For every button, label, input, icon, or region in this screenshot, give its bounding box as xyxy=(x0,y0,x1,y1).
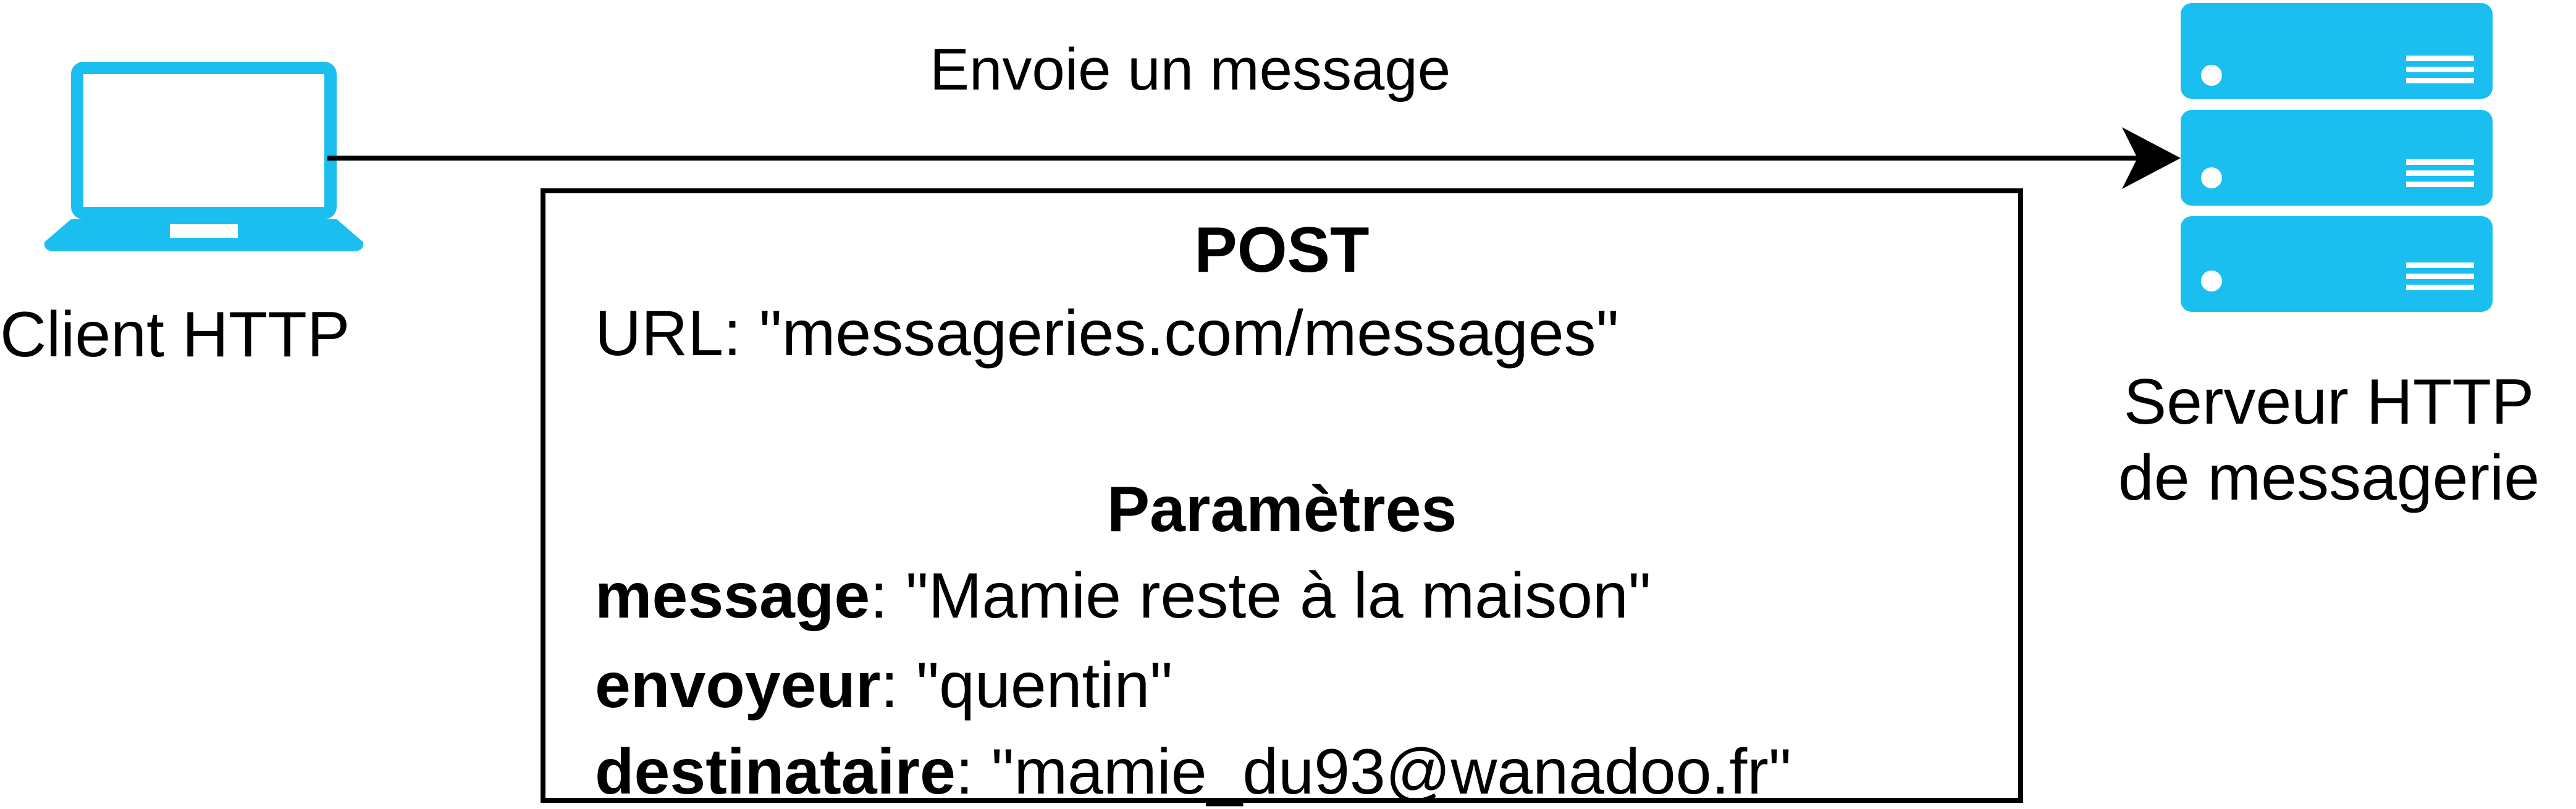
server-label-line2: de messagerie xyxy=(2118,442,2540,514)
param-row: envoyeur: "quentin" xyxy=(595,653,1172,718)
param-value: "quentin" xyxy=(916,650,1173,721)
laptop-icon xyxy=(44,62,364,251)
param-row: message: "Mamie reste à la maison" xyxy=(595,564,1651,628)
request-arrow xyxy=(327,127,2181,189)
url-value: "messageries.com/messages" xyxy=(759,298,1619,369)
param-separator: : xyxy=(880,650,917,721)
param-row: destinataire: "mamie_du93@wanadoo.fr" xyxy=(595,740,1791,804)
request-url-line: URL: "messageries.com/messages" xyxy=(595,301,1619,366)
param-key: envoyeur xyxy=(595,650,881,721)
request-method: POST xyxy=(1194,214,1370,286)
param-separator: : xyxy=(870,560,906,632)
server-label-line1: Serveur HTTP xyxy=(2123,366,2535,438)
server-icon xyxy=(2181,3,2493,312)
request-box: POST URL: "messageries.com/messages" Par… xyxy=(541,188,2023,804)
params-title: Paramètres xyxy=(1106,474,1457,545)
client-label: Client HTTP xyxy=(0,299,350,371)
server-label: Serveur HTTP de messagerie xyxy=(2082,364,2576,516)
param-value: "mamie_du93@wanadoo.fr" xyxy=(991,736,1791,808)
param-value: "Mamie reste à la maison" xyxy=(906,560,1651,632)
param-key: message xyxy=(595,560,870,632)
arrow-label: Envoie un message xyxy=(930,36,1451,103)
param-key: destinataire xyxy=(595,736,956,808)
url-prefix: URL: xyxy=(595,298,759,369)
param-separator: : xyxy=(955,736,991,808)
